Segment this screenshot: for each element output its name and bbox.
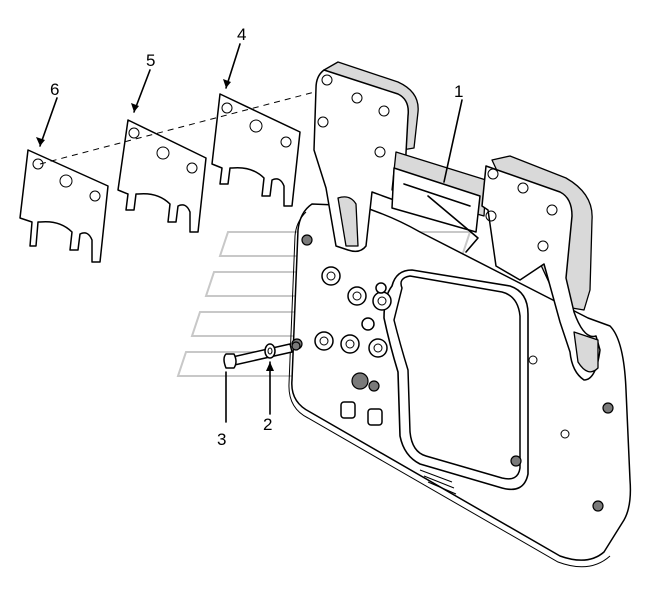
alignment-dashed-line <box>39 87 331 165</box>
callout-1: 1 <box>454 82 463 101</box>
right-bracket <box>481 155 601 381</box>
callout-4: 4 <box>237 25 246 44</box>
leader-lines <box>36 43 463 423</box>
shim-plate-6 <box>19 149 109 263</box>
shim-plate-5 <box>117 119 207 233</box>
callout-3: 3 <box>217 430 226 449</box>
main-mounting-plate <box>288 203 632 568</box>
washer-2 <box>264 343 276 359</box>
bolt-3 <box>223 341 301 369</box>
left-bracket <box>313 61 419 253</box>
callout-5: 5 <box>146 51 155 70</box>
shim-plate-4 <box>211 93 301 207</box>
callout-2: 2 <box>263 415 272 434</box>
callout-6: 6 <box>50 80 59 99</box>
cross-bar <box>391 151 487 253</box>
